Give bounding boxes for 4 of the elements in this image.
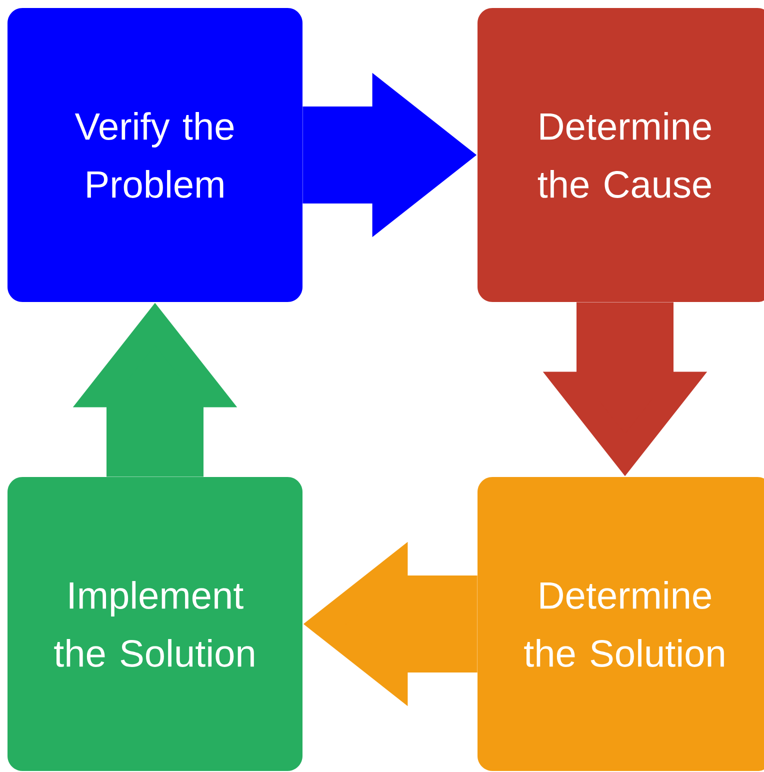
process-box: Determine the Cause	[478, 8, 764, 302]
process-box: Implement the Solution	[8, 477, 302, 771]
process-box: Verify the Problem	[8, 8, 302, 302]
process-box: Determine the Solution	[478, 477, 764, 771]
